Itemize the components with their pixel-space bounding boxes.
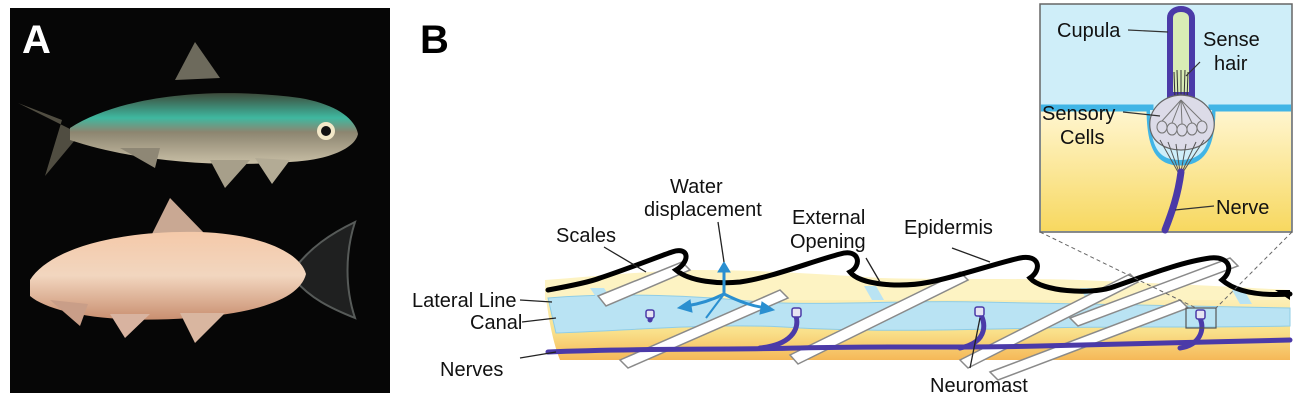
panel-b-letter: B — [420, 18, 449, 62]
label-cells: Cells — [1060, 127, 1104, 149]
water-displacement-arrows — [676, 261, 776, 319]
label-scales: Scales — [556, 225, 616, 247]
label-canal: Canal — [470, 312, 522, 334]
label-water: Water — [670, 176, 723, 198]
inset-target-box — [1185, 307, 1217, 329]
label-nerves: Nerves — [440, 359, 503, 381]
cupula — [1167, 6, 1195, 98]
label-cupula: Cupula — [1057, 20, 1121, 42]
label-sensory: Sensory — [1042, 103, 1115, 125]
panel-a-letter: A — [22, 18, 51, 62]
label-hair: hair — [1214, 53, 1248, 75]
fish-photo — [18, 42, 358, 343]
label-lateral-line: Lateral Line — [412, 290, 517, 312]
label-opening: Opening — [790, 231, 866, 253]
label-displacement: displacement — [644, 199, 762, 221]
label-neuromast: Neuromast — [930, 375, 1028, 397]
neuromast-inset: Cupula Sense hair Sensory Cells Nerve — [1039, 3, 1293, 234]
epidermis-outline — [545, 248, 1293, 297]
label-external: External — [792, 207, 865, 229]
cave-fish — [30, 198, 357, 343]
surface-fish — [18, 42, 358, 188]
label-nerve: Nerve — [1216, 197, 1269, 219]
nerve — [1161, 168, 1185, 234]
label-epidermis: Epidermis — [904, 217, 993, 239]
label-sense: Sense — [1203, 29, 1260, 51]
neuromasts — [645, 306, 1206, 320]
fish-photo-panel — [10, 8, 390, 393]
